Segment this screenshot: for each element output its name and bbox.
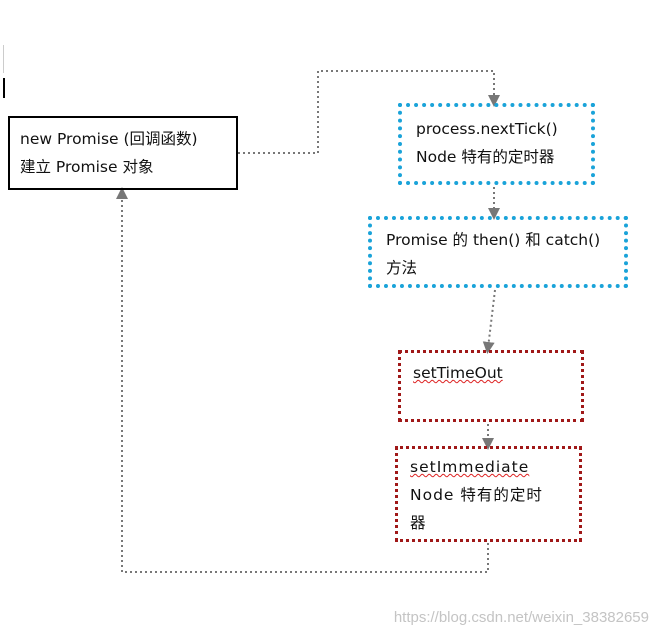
new-promise-box: new Promise (回调函数) 建立 Promise 对象 [8, 116, 238, 190]
box-text-line: Promise 的 then() 和 catch() [386, 231, 601, 249]
setimmediate-box: setImmediate Node 特有的定时 器 [395, 446, 582, 542]
box-text-line: Node 特有的定时 [410, 486, 543, 504]
connector-immediate-back-to-promise [116, 187, 489, 573]
text-cursor [3, 78, 5, 98]
then-catch-box: Promise 的 then() 和 catch() 方法 [368, 216, 628, 288]
page-edge-mark [3, 45, 4, 73]
box-text-line: 方法 [386, 259, 418, 277]
nexttick-box: process.nextTick() Node 特有的定时器 [398, 103, 595, 185]
box-text-line: 器 [410, 514, 427, 532]
connector-promise-to-nexttick [238, 70, 500, 154]
box-text-line: 建立 Promise 对象 [20, 158, 154, 176]
settimeout-box: setTimeOut [398, 350, 584, 422]
connector-then-to-timeout [482, 289, 496, 354]
box-text-line: setImmediate [410, 458, 530, 476]
box-text-line: new Promise (回调函数) [20, 130, 198, 148]
watermark: https://blog.csdn.net/weixin_38382659 [393, 609, 649, 626]
box-text-line: Node 特有的定时器 [416, 148, 555, 166]
box-text-line: setTimeOut [413, 364, 503, 382]
box-text-line: process.nextTick() [416, 120, 558, 138]
